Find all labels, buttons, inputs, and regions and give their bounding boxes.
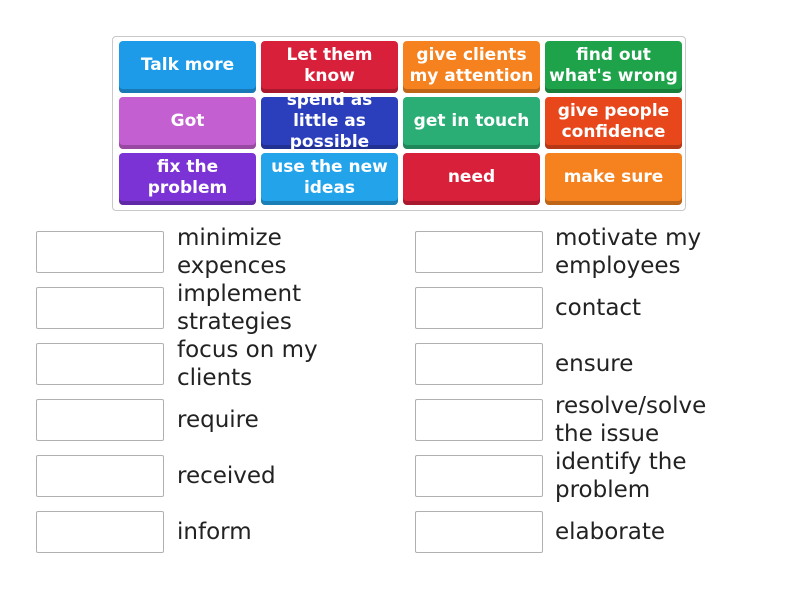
answer-tile-text: need (447, 167, 496, 187)
answer-tile-text: spend as little as possible (286, 90, 373, 152)
match-label: identify the problem (555, 448, 745, 504)
match-label: motivate my employees (555, 224, 745, 280)
drop-slot[interactable] (36, 455, 164, 497)
match-label-text: resolve/solve the issue (555, 393, 707, 447)
match-label-text: received (177, 463, 276, 489)
answer-tile[interactable]: fix the problem (119, 153, 256, 205)
match-label: implement strategies (177, 280, 367, 336)
match-label: minimize expences (177, 224, 367, 280)
drop-slot[interactable] (36, 231, 164, 273)
answer-tile-text: use the new ideas (271, 156, 388, 198)
answer-tile[interactable]: Let them know (261, 41, 398, 93)
match-label: elaborate (555, 504, 745, 560)
answer-tile-text: Talk more (140, 55, 235, 75)
answer-tile[interactable]: Talk more (119, 41, 256, 93)
answer-tile[interactable]: find out what's wrong (545, 41, 682, 93)
answer-tile[interactable]: get in touch (403, 97, 540, 149)
answer-tile[interactable]: use the new ideas (261, 153, 398, 205)
drop-slot[interactable] (36, 287, 164, 329)
match-label: ensure (555, 336, 745, 392)
drop-slot[interactable] (36, 343, 164, 385)
match-label-text: require (177, 407, 259, 433)
match-label: focus on my clients (177, 336, 367, 392)
answer-tile[interactable]: spend as little as possible (261, 90, 398, 152)
answer-tile-text: fix the problem (147, 156, 228, 198)
drop-slot[interactable] (415, 343, 543, 385)
match-label-text: minimize expences (177, 225, 287, 279)
drop-slot[interactable] (36, 511, 164, 553)
match-label: require (177, 392, 367, 448)
answer-tile-text: find out what's wrong (549, 44, 678, 86)
match-label-text: motivate my employees (555, 225, 702, 279)
match-label-text: ensure (555, 351, 634, 377)
answer-tile-text: Let them know (286, 44, 373, 86)
answer-tile-text: make sure (563, 167, 664, 187)
answer-tile[interactable]: make sure (545, 153, 682, 205)
drop-slot[interactable] (415, 287, 543, 329)
match-label: inform (177, 504, 367, 560)
answer-tile-text: Got (170, 111, 205, 131)
match-label-text: elaborate (555, 519, 666, 545)
answer-tile-text: give people confidence (557, 100, 670, 142)
match-label: contact (555, 280, 745, 336)
drop-slot[interactable] (415, 455, 543, 497)
drop-slot[interactable] (415, 511, 543, 553)
match-label-text: inform (177, 519, 252, 545)
match-label: resolve/solve the issue (555, 392, 745, 448)
answer-tile[interactable]: need (403, 153, 540, 205)
answer-tile-text: get in touch (413, 111, 530, 131)
drop-slot[interactable] (415, 231, 543, 273)
match-label: received (177, 448, 367, 504)
match-label-text: focus on my clients (177, 337, 318, 391)
answer-tile[interactable]: give clients my attention (403, 41, 540, 93)
drop-slot[interactable] (36, 399, 164, 441)
match-label-text: implement strategies (177, 281, 302, 335)
answer-tile-text: give clients my attention (409, 44, 534, 86)
match-label-text: identify the problem (555, 449, 687, 503)
answer-tile[interactable]: give people confidence (545, 97, 682, 149)
match-label-text: contact (555, 295, 642, 321)
answer-tile[interactable]: Got (119, 97, 256, 149)
drop-slot[interactable] (415, 399, 543, 441)
